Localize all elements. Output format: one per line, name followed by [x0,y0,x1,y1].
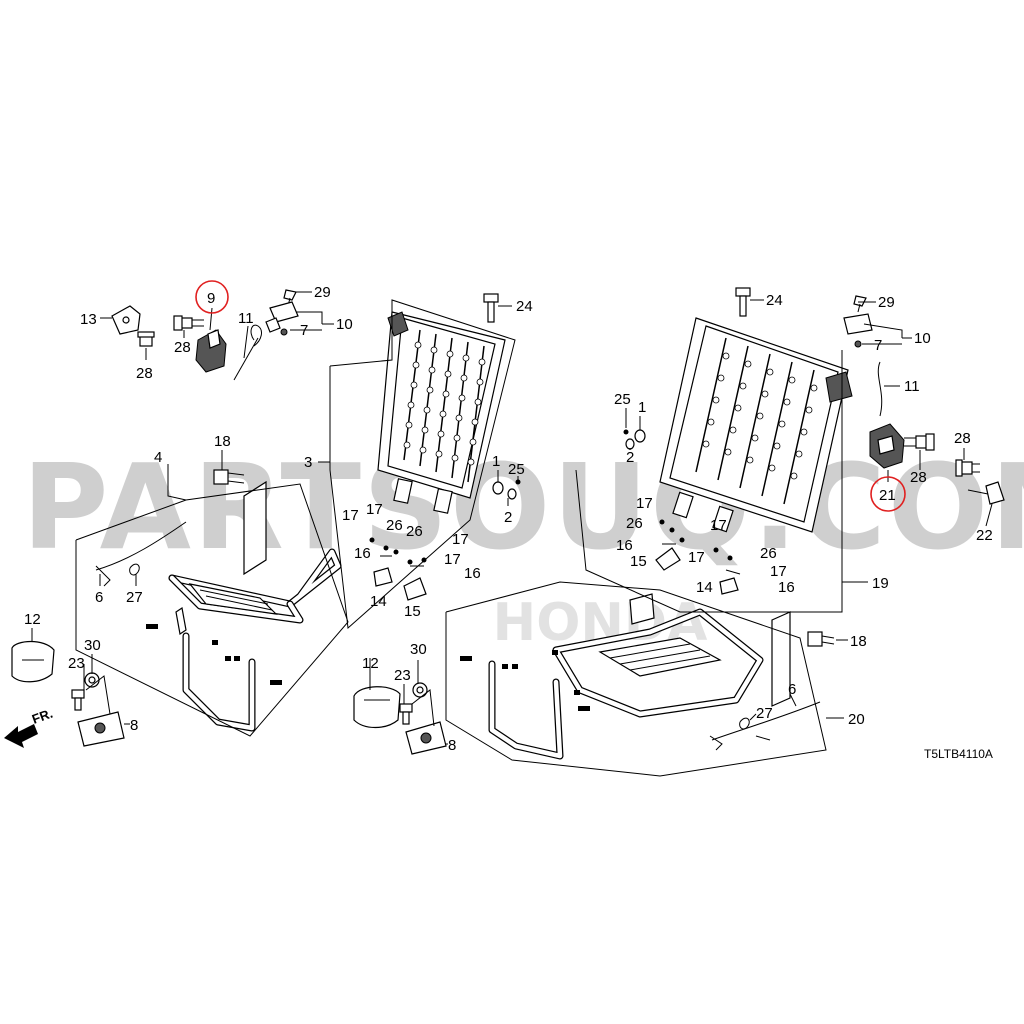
part-label: 7 [300,322,308,339]
part-label: 9 [207,290,215,307]
part-label: 21 [879,487,896,504]
front-label: FR. [30,706,55,727]
part-label: 15 [630,553,647,570]
part-labels: 13 28 28 9 11 29 10 7 18 4 3 6 27 12 30 … [24,284,993,761]
part-label: 30 [84,637,101,654]
part-label: 17 [444,551,461,568]
part-label: 2 [626,449,634,466]
part-label: 10 [336,316,353,333]
part-label: 27 [756,705,773,722]
part-label: 6 [95,589,103,606]
part-label: 1 [492,453,500,470]
part-label: 23 [394,667,411,684]
part-label: 17 [636,495,653,512]
part-label: 18 [850,633,867,650]
part-label: 14 [370,593,387,610]
part-label: 17 [342,507,359,524]
part-label: 17 [688,549,705,566]
part-label: 12 [362,655,379,672]
part-label: 26 [760,545,777,562]
part-label: 28 [954,430,971,447]
part-label: 28 [910,469,927,486]
part-label: 8 [130,717,138,734]
part-label: 11 [238,310,254,327]
part-label: 13 [80,311,97,328]
part-label: 11 [904,378,920,395]
part-label: 17 [710,517,727,534]
part-label: 30 [410,641,427,658]
part-label: 14 [696,579,713,596]
part-label: 29 [314,284,331,301]
part-label: 26 [386,517,403,534]
part-label: 17 [452,531,469,548]
part-label: 8 [448,737,456,754]
part-label: 26 [626,515,643,532]
front-direction-indicator: FR. [4,706,55,748]
part-label: 16 [354,545,371,562]
part-label: 16 [778,579,795,596]
part-label: 24 [766,292,783,309]
part-label: 2 [504,509,512,526]
part-label: 3 [304,454,312,471]
part-label: 18 [214,433,231,450]
part-label: 16 [464,565,481,582]
part-label: 7 [874,337,882,354]
part-label: 1 [638,399,646,416]
diagram-code: T5LTB4110A [924,747,993,761]
part-label: 24 [516,298,533,315]
part-label: 28 [174,339,191,356]
part-label: 17 [366,501,383,518]
part-label: 4 [154,449,162,466]
right-seatback-frame [659,317,853,533]
part-label: 16 [616,537,633,554]
part-label: 28 [136,365,153,382]
highlight-markers [195,280,906,512]
highlight-circle-21 [870,476,906,512]
left-seatback-frame [377,311,506,514]
hardware-parts [11,287,1005,755]
part-label: 17 [770,563,787,580]
part-label: 26 [406,523,423,540]
part-label: 20 [848,711,865,728]
part-label: 29 [878,294,895,311]
watermark-text: PARTSOUQ.COM [22,438,1024,576]
highlight-circle-9 [195,280,229,314]
part-label: 19 [872,575,889,592]
part-label: 22 [976,527,993,544]
part-label: 6 [788,681,796,698]
part-label: 25 [508,461,525,478]
leader-lines [31,291,993,745]
right-seat-cushion-frame [460,593,791,760]
part-label: 12 [24,611,41,628]
part-label: 25 [614,391,631,408]
part-label: 15 [404,603,421,620]
part-label: 23 [68,655,85,672]
part-label: 27 [126,589,143,606]
left-seat-cushion-frame [146,480,342,732]
part-label: 10 [914,330,931,347]
